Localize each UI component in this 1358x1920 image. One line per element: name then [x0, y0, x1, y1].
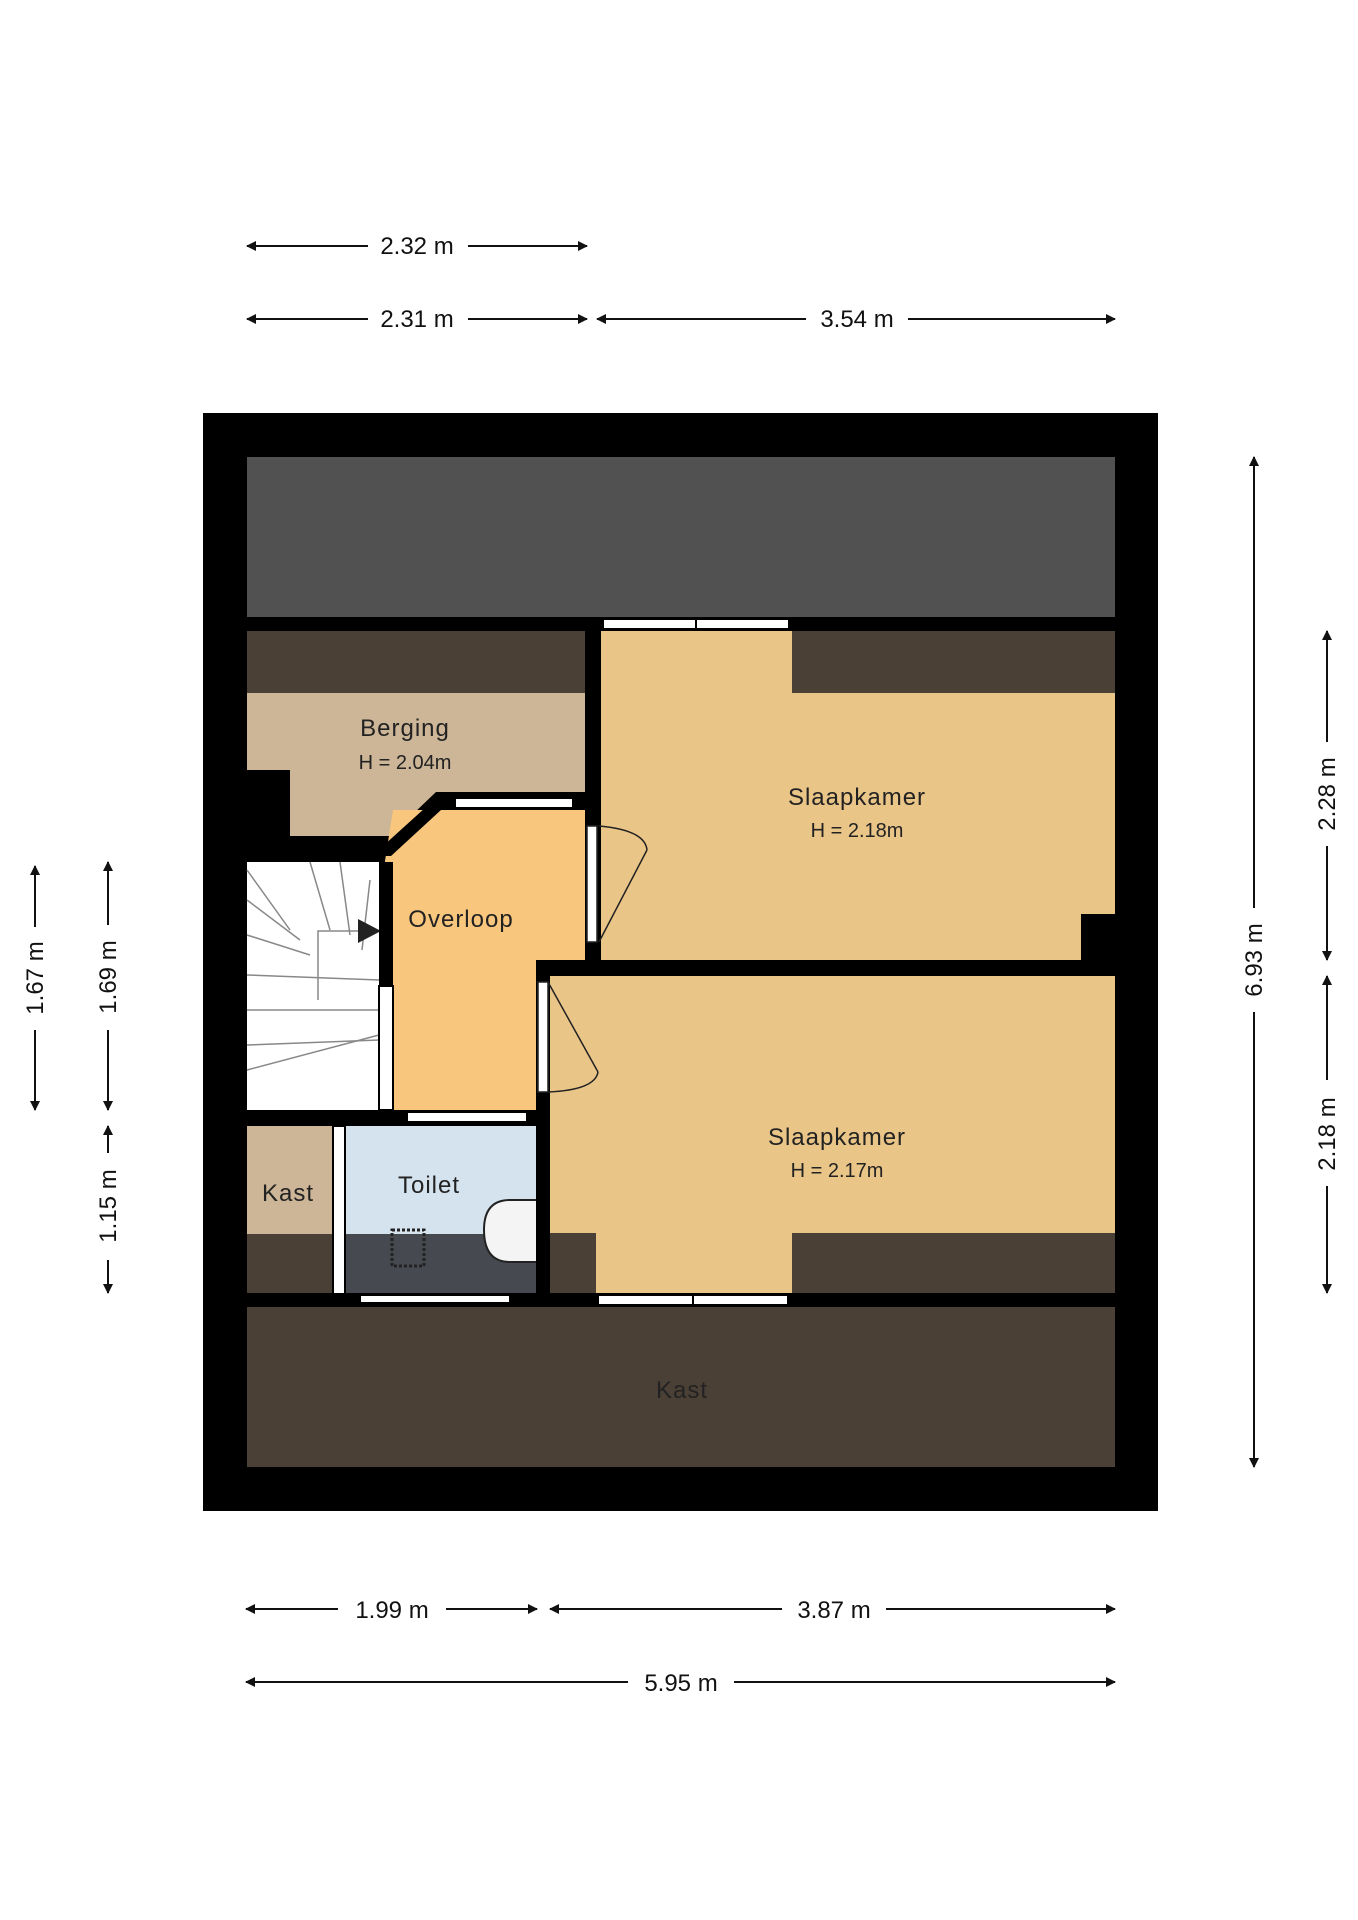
wall-kast-toilet: [332, 1125, 346, 1295]
svg-text:6.93 m: 6.93 m: [1241, 923, 1268, 996]
dim-right-1: 6.93 m: [1241, 456, 1268, 1468]
svg-text:3.54 m: 3.54 m: [820, 306, 893, 333]
windows: [359, 618, 790, 1306]
dim-right-2a: 2.28 m: [1314, 630, 1341, 961]
height-berging: H = 2.04m: [359, 752, 452, 774]
wall-toilet-bedroom: [536, 1110, 550, 1300]
low-ceiling-bedroom-bottom-left: [550, 1233, 596, 1293]
height-slaapkamer-top: H = 2.18m: [811, 820, 904, 842]
room-overloop: [385, 810, 585, 1110]
doors: [537, 825, 648, 1093]
low-ceiling-bedroom-top: [792, 631, 1115, 693]
dim-top-2a: 2.31 m: [246, 306, 588, 333]
label-slaapkamer-top: Slaapkamer: [788, 784, 926, 811]
height-slaapkamer-bottom: H = 2.17m: [791, 1160, 884, 1182]
svg-text:1.69 m: 1.69 m: [95, 940, 122, 1013]
label-slaapkamer-bottom: Slaapkamer: [768, 1124, 906, 1151]
wall-berging-overloop: [247, 798, 585, 856]
attic-zone-top: [247, 457, 1115, 617]
label-overloop: Overloop: [408, 906, 513, 933]
dim-left-1: 1.67 m: [22, 865, 49, 1111]
room-berging: [247, 693, 585, 836]
staircase: [247, 862, 379, 1110]
svg-text:3.87 m: 3.87 m: [797, 1597, 870, 1624]
svg-text:1.99 m: 1.99 m: [355, 1597, 428, 1624]
room-kast-large: [247, 1307, 1115, 1467]
label-kast-small: Kast: [262, 1180, 314, 1207]
label-berging: Berging: [360, 715, 450, 742]
dim-left-2a: 1.69 m: [95, 861, 122, 1111]
toilet-drain: [390, 1228, 426, 1268]
toilet-bowl: [482, 1199, 536, 1263]
low-ceiling-bedroom-bottom-right: [792, 1233, 1115, 1293]
room-kast-small: [247, 1126, 333, 1234]
svg-text:5.95 m: 5.95 m: [644, 1670, 717, 1697]
svg-text:2.32 m: 2.32 m: [380, 233, 453, 260]
label-toilet: Toilet: [398, 1172, 460, 1199]
dim-left-2b: 1.15 m: [95, 1125, 122, 1294]
dim-bottom-1a: 1.99 m: [245, 1597, 538, 1624]
svg-text:2.31 m: 2.31 m: [380, 306, 453, 333]
low-ceiling-kast-small: [247, 1234, 333, 1294]
low-ceiling-zone: [247, 631, 585, 693]
svg-text:1.15 m: 1.15 m: [95, 1169, 122, 1242]
dim-bottom-1b: 3.87 m: [549, 1597, 1116, 1624]
dim-bottom-2: 5.95 m: [245, 1670, 1116, 1697]
svg-text:2.18 m: 2.18 m: [1314, 1097, 1341, 1170]
stair-rail: [378, 985, 394, 1111]
dim-right-2b: 2.18 m: [1314, 975, 1341, 1294]
wall-bedrooms: [536, 960, 1115, 976]
dim-top-2b: 3.54 m: [596, 306, 1116, 333]
label-kast-large: Kast: [656, 1377, 708, 1404]
chimney-block: [249, 771, 287, 836]
stair-direction-arrow: [358, 919, 381, 943]
svg-text:1.67 m: 1.67 m: [22, 941, 49, 1014]
dim-top-1: 2.32 m: [246, 233, 588, 260]
svg-text:2.28 m: 2.28 m: [1314, 757, 1341, 830]
